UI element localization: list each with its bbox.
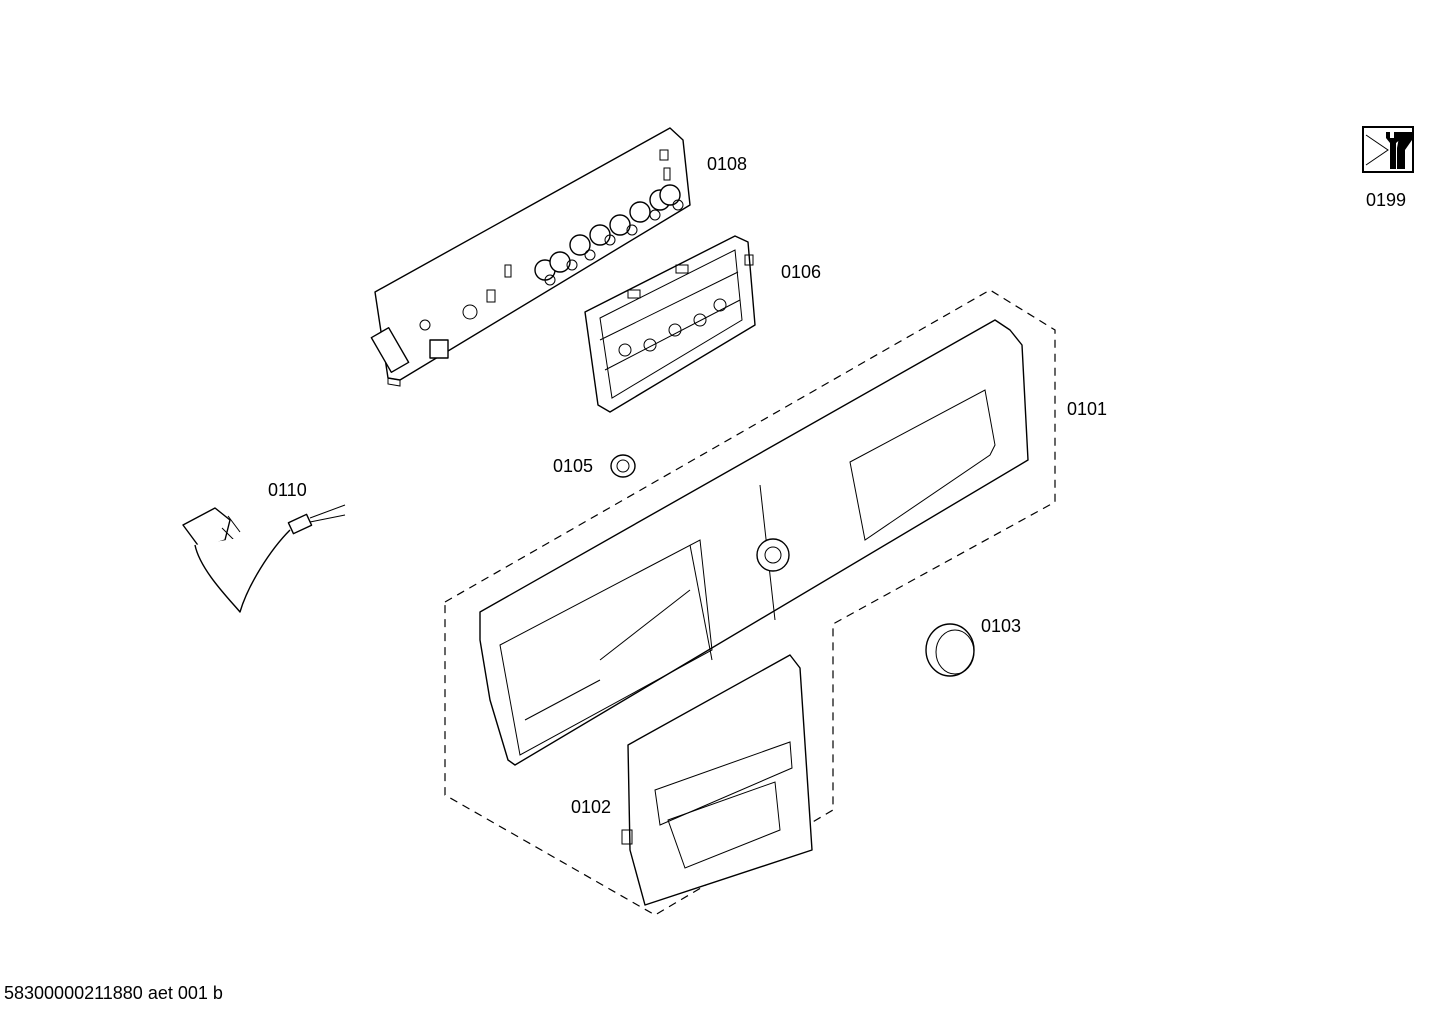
label-0106: 0106 [781, 262, 822, 282]
label-0110: 0110 [268, 480, 307, 500]
rotary-encoders [534, 184, 684, 286]
light-guide-0105[interactable] [610, 454, 636, 478]
label-0101: 0101 [1067, 399, 1108, 419]
label-0102: 0102 [571, 797, 612, 817]
label-0108: 0108 [707, 154, 748, 174]
power-cord-0110[interactable] [182, 504, 346, 613]
wrench-service-icon [1362, 126, 1414, 173]
program-knob-0103[interactable] [925, 623, 975, 677]
drawing-code: 58300000211880 aet 001 b [4, 983, 223, 1003]
drawer-handle-0102[interactable] [621, 654, 813, 906]
button-carrier-0106[interactable] [584, 235, 756, 413]
control-panel-fascia-0101[interactable] [444, 289, 1056, 916]
control-board-0108[interactable] [370, 127, 691, 387]
label-0199: 0199 [1366, 190, 1407, 210]
label-0105: 0105 [553, 456, 594, 476]
label-0103: 0103 [981, 616, 1022, 636]
